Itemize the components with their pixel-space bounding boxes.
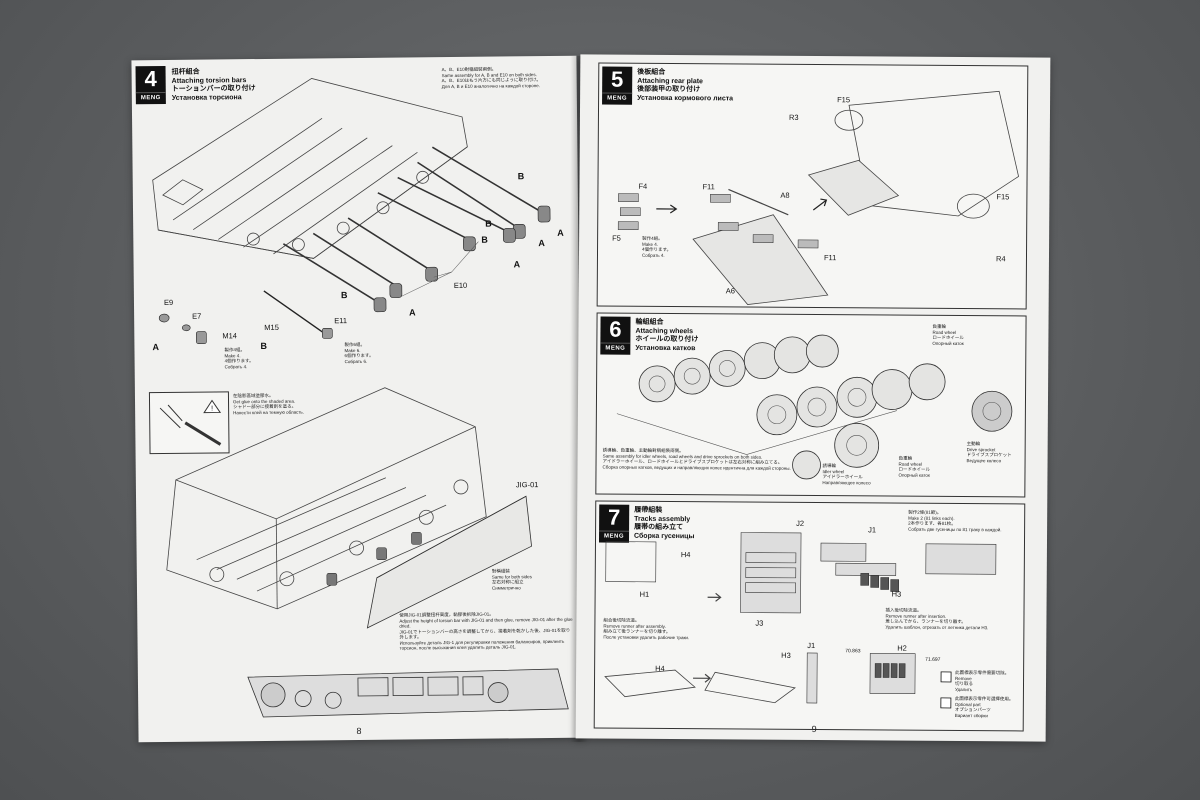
idler-wheel-note: 誘導輪 Idler wheel アイドラーホイール Направляющее к… [822,463,871,485]
part-label-h2: H2 [897,643,907,653]
step-7-panel: 7 MENG 履帶組裝 Tracks assembly 履帯の組み立て Сбор… [593,500,1026,732]
make-4-note: 製作4組。 Make 4. 4個作ります。 Собрать 4. [224,347,254,369]
part-label-r4: R4 [995,254,1006,264]
page-number-right: 9 [811,723,817,735]
glue-inset-drawing: ! [159,399,222,446]
step-5-panel: 5 MENG 後板組合 Attaching rear plate 後部装甲の取り… [596,62,1029,310]
part-label-h4: H4 [655,663,665,673]
hull-jig-drawing [166,387,532,629]
jig-instruction-note: 使用JIG-01調整扭杆高度，黏膠後拆除JIG-01。 Adjust the h… [399,611,573,651]
dimension-left: 70.863 [845,648,861,655]
part-label-a: A [152,342,159,353]
step-6-panel: 6 MENG 輪組組合 Attaching wheels ホイールの取り付け У… [595,312,1027,498]
part-label-a: A [513,259,521,270]
part-label-j2: J2 [796,518,805,528]
svg-text:!: ! [211,406,213,413]
part-label-a6: A6 [725,286,735,296]
hull-side-view [247,668,569,718]
rear-plate-drawing [617,90,1020,305]
road-wheel-note-top: 負重輪 Road wheel ロードホイール Опорный каток [932,323,964,346]
part-label-b: B [340,290,348,301]
part-label-f4: F4 [638,181,648,191]
both-sides-note: 對稱組裝 Same for both sides 左右対称に組立 Симметр… [491,568,532,591]
part-label-a: A [409,307,416,318]
legend-remove: 此圖標表示零件需要切除。 Remove 切り取る Удалить [954,669,1010,692]
part-label-e9: E9 [163,297,174,308]
part-label-a8: A8 [780,190,790,200]
wheels-drawing [616,334,1013,480]
make-6-note: 製作6組。 Make 6. 6個作ります。 Собрать 6. [344,341,374,364]
part-label-m14: M14 [222,331,237,341]
part-label-e7: E7 [192,311,202,321]
part-label-b: B [481,234,488,245]
part-label-a: A [538,238,545,249]
part-label-h4: H4 [680,550,691,560]
remove-runner-note: 組合後切除流道。 Remove runner after assembly. 組… [603,617,690,640]
part-label-b: B [517,171,525,182]
part-label-e11: E11 [334,316,348,326]
part-label-m15: M15 [264,322,279,332]
part-label-r3: R3 [788,112,799,122]
part-label-h1: H1 [639,589,650,599]
step-5-make-note: 製作4組。 Make 4. 4個作ります。 Собрать 4. [641,235,672,258]
part-label-h3: H3 [891,589,902,599]
part-label-f15: F15 [996,192,1010,202]
drive-sprocket-note: 主動輪 Drive sprocket ドライブスプロケット Ведущее ко… [966,441,1012,463]
wheels-both-sides-note: 誘導輪、負重輪、主動輪對稱組裝兩側。 Same assembly for idl… [602,447,791,471]
part-label-h3: H3 [781,650,791,660]
part-label-j1: J1 [807,640,816,651]
left-page: 4 MENG 扭杆組合 Attaching torsion bars トーション… [131,55,584,743]
insert-runner-note: 插入後切除流道。 Remove runner after insertion. … [885,607,989,630]
part-label-a: A [557,227,564,238]
part-label-f5: F5 [612,233,621,243]
hull-torsion-drawing [152,78,551,344]
dimension-right: 71.697 [925,656,941,663]
legend-optional: 此圖標表示零件可選擇使用。 Optional part オプションパーツ Вар… [954,695,1014,718]
glue-inset: ! [148,391,230,455]
part-label-f15: F15 [837,95,851,105]
part-label-b: B [260,340,267,352]
part-label-j3: J3 [755,618,764,628]
jig-label: JIG-01 [515,480,539,490]
part-label-e10: E10 [453,280,468,290]
part-label-f11: F11 [823,253,837,263]
page-number-left: 8 [356,725,362,737]
part-label-b: B [485,218,492,229]
right-page: 5 MENG 後板組合 Attaching rear plate 後部装甲の取り… [575,54,1051,742]
step-7-make-note: 製作2條(81節)。 Make 2 (81 links each). 2本作りま… [908,509,1002,532]
part-label-j1: J1 [868,525,877,535]
road-wheel-note-bottom: 負重輪 Road wheel ロードホイール Опорный каток [898,455,931,478]
tracks-drawing [604,532,997,709]
part-label-f11: F11 [702,182,715,192]
